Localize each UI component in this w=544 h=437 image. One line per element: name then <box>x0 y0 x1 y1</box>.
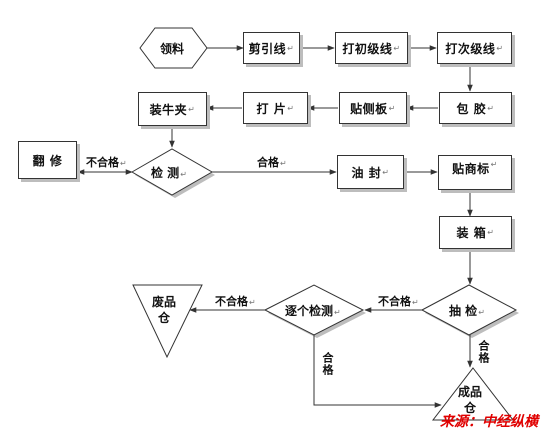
node-zhuangxiang: 装 箱↵ <box>439 216 512 249</box>
paragraph-mark: ↵ <box>188 104 196 114</box>
node-lingliao-text: 领料 <box>160 42 185 56</box>
paragraph-mark: ↵ <box>496 43 504 53</box>
node-jiance-text: 检 测 <box>151 166 180 180</box>
node-feipincang-triangle <box>132 284 203 359</box>
node-jianyinxian-label: 剪引线 <box>248 41 287 56</box>
node-feipincang-line2: 仓 <box>158 311 171 326</box>
edge-zhugejiance-chengpincang <box>313 335 442 408</box>
paragraph-mark: ↵ <box>280 159 287 168</box>
node-chengpincang-line1: 成品 <box>458 385 483 399</box>
node-tiecebanban-label: 贴侧板 <box>350 101 388 116</box>
paragraph-mark: ↵ <box>388 103 396 113</box>
node-choujian-diamond <box>420 284 518 336</box>
node-baojiao-label: 包 胶 <box>456 101 487 116</box>
node-tieshangbiao-label: 贴商标 <box>452 162 490 176</box>
node-dacijixian: 打次级线↵ <box>437 32 512 64</box>
node-fanxiu: 翻 修 <box>18 141 77 179</box>
edge-label-text: 合格 <box>257 156 279 169</box>
paragraph-mark: ↵ <box>487 103 495 113</box>
node-dacijixian-label: 打次级线 <box>445 41 496 56</box>
node-chengpincang-triangle <box>431 367 515 421</box>
node-baojiao: 包 胶↵ <box>439 92 512 124</box>
node-choujian-text: 抽 检 <box>449 304 478 318</box>
edge-label-hege-zhugejiance-chengpin: 合格 <box>321 352 334 376</box>
paragraph-mark: ↵ <box>382 167 390 177</box>
node-jianyinxian: 剪引线↵ <box>243 32 300 64</box>
node-dapian: 打 片↵ <box>243 92 308 124</box>
node-chengpincang-label: 成品 仓 <box>458 384 482 416</box>
paragraph-mark: ↵ <box>180 170 187 179</box>
source-caption: 来源：中经纵横 <box>440 414 538 430</box>
node-dachujixian-label: 打初级线 <box>342 41 393 56</box>
node-zhugejiance-label: 逐个检测↵ <box>285 303 341 319</box>
node-lingliao-hexagon <box>139 27 208 69</box>
edge-label-text: 合格 <box>477 340 490 364</box>
node-zhuangniujia-label: 装牛夹 <box>149 102 188 117</box>
edge-label-buhege-fanxiu: 不合格↵ <box>86 157 127 168</box>
paragraph-mark: ↵ <box>120 159 127 168</box>
paragraph-mark: ↵ <box>490 160 498 169</box>
node-chengpincang-line2: 仓 <box>464 401 477 416</box>
paragraph-mark: ↵ <box>249 298 256 307</box>
edge-label-text: 合格 <box>321 352 334 376</box>
edge-label-text: 不合格 <box>378 295 411 308</box>
edge-label-text: 不合格 <box>215 295 248 308</box>
node-zhugejiance-text: 逐个检测 <box>285 304 334 318</box>
node-choujian-label: 抽 检↵ <box>449 303 485 319</box>
node-dapian-label: 打 片 <box>256 101 287 116</box>
node-zhuangniujia: 装牛夹↵ <box>138 92 207 126</box>
node-lingliao-label: 领料 <box>160 41 184 57</box>
edge-label-hege-youfeng: 合格↵ <box>257 157 287 168</box>
node-youfeng: 油 封↵ <box>337 155 404 189</box>
edge-label-buhege-feipincang: 不合格↵ <box>215 296 256 307</box>
paragraph-mark: ↵ <box>393 43 401 53</box>
node-fanxiu-label: 翻 修 <box>32 153 63 168</box>
edge-label-buhege-zhugejiance: 不合格↵ <box>378 296 419 307</box>
paragraph-mark: ↵ <box>334 308 341 317</box>
node-feipincang-label: 废品 仓 <box>152 294 176 326</box>
node-zhuangxiang-label: 装 箱 <box>456 226 487 240</box>
paragraph-mark: ↵ <box>478 308 485 317</box>
node-zhugejiance-diamond <box>263 284 365 336</box>
node-jiance-label: 检 测↵ <box>151 165 187 181</box>
paragraph-mark: ↵ <box>287 103 295 113</box>
node-tiecebanban: 贴侧板↵ <box>339 92 407 124</box>
paragraph-mark: ↵ <box>487 228 495 237</box>
edge-label-hege-choujian-chengpin: 合格 <box>477 340 490 364</box>
node-dachujixian: 打初级线↵ <box>335 32 408 64</box>
paragraph-mark: ↵ <box>412 298 419 307</box>
node-youfeng-label: 油 封 <box>351 165 382 180</box>
paragraph-mark: ↵ <box>287 43 295 53</box>
node-tieshangbiao: 贴商标↵ <box>438 155 512 190</box>
edge-label-text: 不合格 <box>86 156 119 169</box>
node-feipincang-line1: 废品 <box>152 295 177 309</box>
